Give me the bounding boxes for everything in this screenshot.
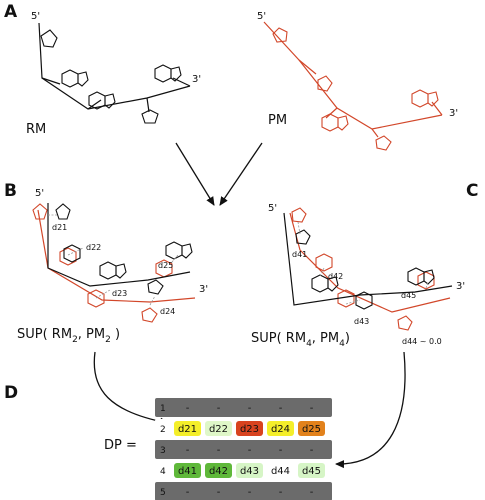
d42-label: d42 [328,272,343,281]
pm-five-prime-label: 5' [257,11,266,22]
d21-label: d21 [52,223,67,232]
rm-base-ring [88,91,106,110]
pm-pentose-ring [375,135,392,151]
d44-note: d44 ~ 0.0 [402,337,442,346]
sup4-label: SUP( RM4, PM4) [251,331,350,349]
matrix-empty-cell: - [217,445,221,456]
panel-letter-d: D [4,383,18,403]
pm-label: PM [268,113,287,128]
matrix-cell-d43 [236,463,263,478]
matrix-row-index: 5 [160,488,166,498]
matrix-empty-cell: - [248,487,252,498]
rm-five-prime-label: 5' [31,11,40,22]
sup2-pm-backbone [37,209,196,303]
matrix-empty-cell: - [279,445,283,456]
matrix-empty-cell: - [279,487,283,498]
panel-d: D DP = 1 - - - - - 2 d21 d22 d23 d24 d25 3 - - - - - 4 d41 d… [4,383,332,500]
dp-matrix: 1 - - - - - 2 d21 d22 d23 d24 d25 3 - - - - - 4 d41 d42 d43 d4… [155,398,332,500]
pm-structure: 5' 3' PM [257,11,458,151]
pm-pentose-ring [317,75,333,92]
matrix-empty-cell: - [310,445,314,456]
matrix-row-index: 4 [160,467,166,477]
matrix-cell-d21 [174,421,201,436]
sup2-three-prime-label: 3' [199,284,208,295]
matrix-empty-cell: - [186,445,190,456]
matrix-cell-label-d22: d22 [209,424,228,435]
rm-pentose-ring [141,109,159,124]
panel-c: C 5' d41 d42 d43 d45 d44 ~ 0.0 3' SUP( R… [251,181,478,349]
rm-structure: 5' 3' RM [26,11,201,137]
matrix-cell-label-d44: d44 [271,466,290,477]
d23-label: d23 [112,289,127,298]
sup2-five-prime-label: 5' [35,188,44,199]
matrix-cell-label-d25: d25 [302,424,321,435]
matrix-empty-cell: - [310,487,314,498]
sup4-pm-backbone [289,212,451,313]
matrix-cell-label-d42: d42 [209,466,228,477]
sup4-three-prime-label: 3' [456,281,465,292]
pm-base-ring [321,113,339,132]
panel-letter-b: B [4,181,17,201]
matrix-cell-label-d43: d43 [240,466,259,477]
matrix-row-index: 3 [160,446,166,456]
arrow-rm-to-sup [175,142,215,206]
rm-label: RM [26,122,46,137]
matrix-empty-cell: - [217,403,221,414]
matrix-row [155,482,332,500]
matrix-cell-label-d45: d45 [302,466,321,477]
pm-backbone [263,21,443,130]
rm-three-prime-label: 3' [192,74,201,85]
d24-label: d24 [160,307,175,316]
matrix-row [155,440,332,459]
panel-b: B 5' d21 d22 d23 d24 d25 3' SUP( RM2, PM… [4,181,208,345]
matrix-empty-cell: - [248,445,252,456]
matrix-cell-d25 [298,421,325,436]
matrix-cell-label-d41: d41 [178,466,197,477]
d41-label: d41 [292,250,307,259]
d43-label: d43 [354,317,369,326]
arrow-sup4-to-row4 [335,351,406,469]
matrix-empty-cell: - [279,403,283,414]
matrix-cell-label-d21: d21 [178,424,197,435]
arrow-sup2-to-row2 [93,351,169,426]
matrix-cell-d23 [236,421,263,436]
matrix-row-index: 2 [160,425,166,435]
matrix-cell-d45 [298,463,325,478]
d45-label: d45 [401,291,416,300]
matrix-empty-cell: - [248,403,252,414]
d22-label: d22 [86,243,101,252]
panel-letter-c: C [466,181,478,201]
matrix-cell-label-d24: d24 [271,424,290,435]
matrix-cell-d41 [174,463,201,478]
pm-base-ring [411,89,429,108]
matrix-cell-d44 [267,463,294,478]
rm-pentose-ring [40,29,58,48]
arrow-pm-to-sup [219,142,263,206]
dp-label: DP = [104,438,137,453]
matrix-empty-cell: - [186,487,190,498]
matrix-cell-d42 [205,463,232,478]
rm-backbone [38,22,191,110]
matrix-row [155,398,332,417]
matrix-cell-d24 [267,421,294,436]
d25-label: d25 [158,261,173,270]
sup2-label: SUP( RM2, PM2 ) [17,327,120,345]
sup4-five-prime-label: 5' [268,203,277,214]
sup4-rm-backbone [283,212,453,306]
matrix-empty-cell: - [310,403,314,414]
matrix-cell-d22 [205,421,232,436]
panel-letter-a: A [4,2,18,22]
rm-base-ring [154,64,172,83]
rm-base-ring [61,69,79,88]
matrix-empty-cell: - [186,403,190,414]
matrix-empty-cell: - [217,487,221,498]
matrix-cell-label-d23: d23 [240,424,259,435]
matrix-row-index: 1 [160,404,166,414]
pm-three-prime-label: 3' [449,108,458,119]
pm-pentose-ring [272,27,288,43]
panel-a: A 5' 3' RM 5' [4,2,458,206]
sup2-rm-backbone [47,203,191,287]
